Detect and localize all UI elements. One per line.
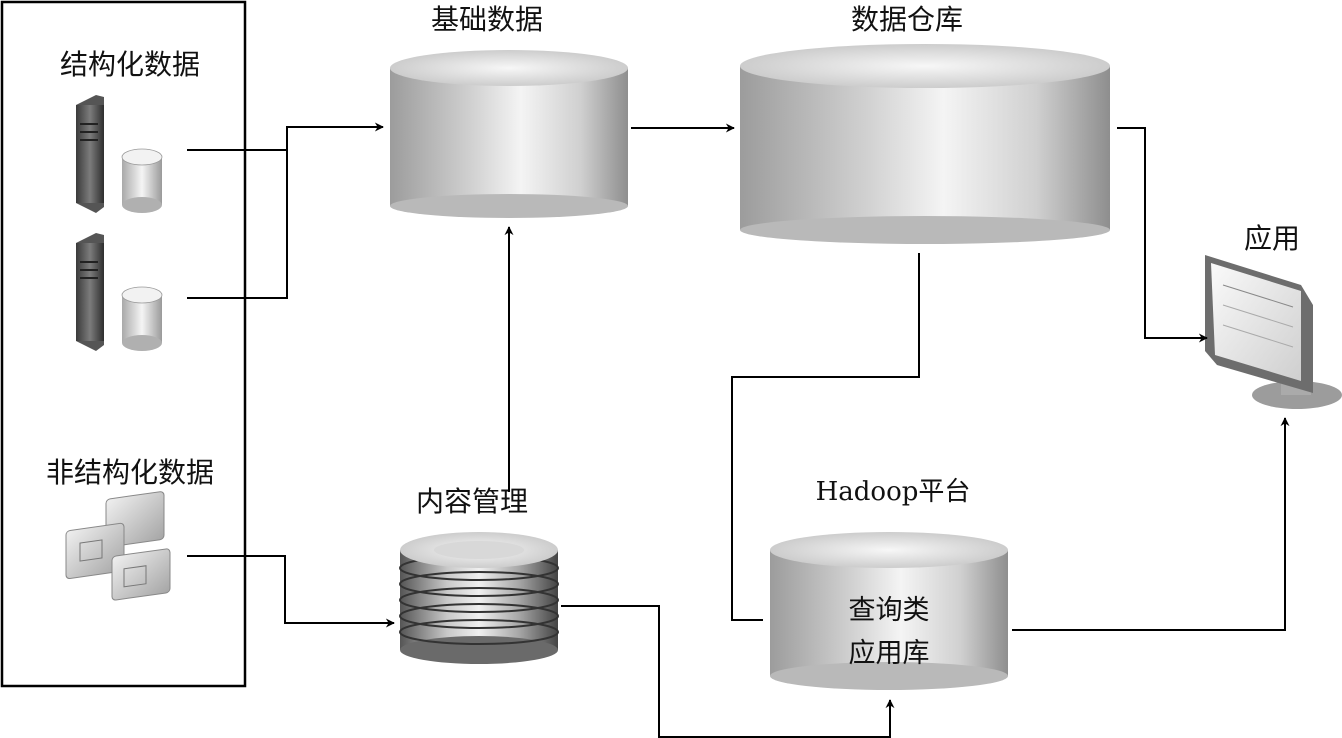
- hadoop-platform-label: Hadoop平台: [816, 477, 971, 507]
- structured-data-label: 结构化数据: [60, 48, 200, 81]
- application-label: 应用: [1244, 222, 1300, 255]
- document-stack-icon: [65, 491, 171, 601]
- connector-content-to-hadoop: [561, 605, 895, 738]
- connector-docs-to-content: [187, 555, 395, 628]
- unstructured-data-label: 非结构化数据: [46, 456, 214, 489]
- data-warehouse-cylinder: [740, 44, 1110, 244]
- connector-server2-to-base: [187, 150, 288, 299]
- server-database-icon: [76, 233, 163, 351]
- connector-hadoop-to-app: [1012, 417, 1290, 631]
- source-data-box: [0, 0, 247, 688]
- monitor-icon: [1205, 255, 1342, 409]
- disk-stack-icon: [399, 532, 559, 664]
- connector-server1-to-base: [187, 122, 384, 151]
- hadoop-inner-line2: 应用库: [849, 638, 930, 669]
- base-data-cylinder: [390, 50, 628, 218]
- connector-warehouse-to-app: [1117, 127, 1208, 343]
- connector-warehouse-to-hadoop: [731, 253, 920, 621]
- content-management-label: 内容管理: [416, 485, 528, 518]
- server-database-icon: [76, 95, 163, 213]
- base-data-label: 基础数据: [431, 3, 543, 36]
- hadoop-cylinder: [770, 532, 1008, 690]
- hadoop-inner-line1: 查询类: [849, 595, 930, 626]
- data-warehouse-label: 数据仓库: [851, 3, 963, 36]
